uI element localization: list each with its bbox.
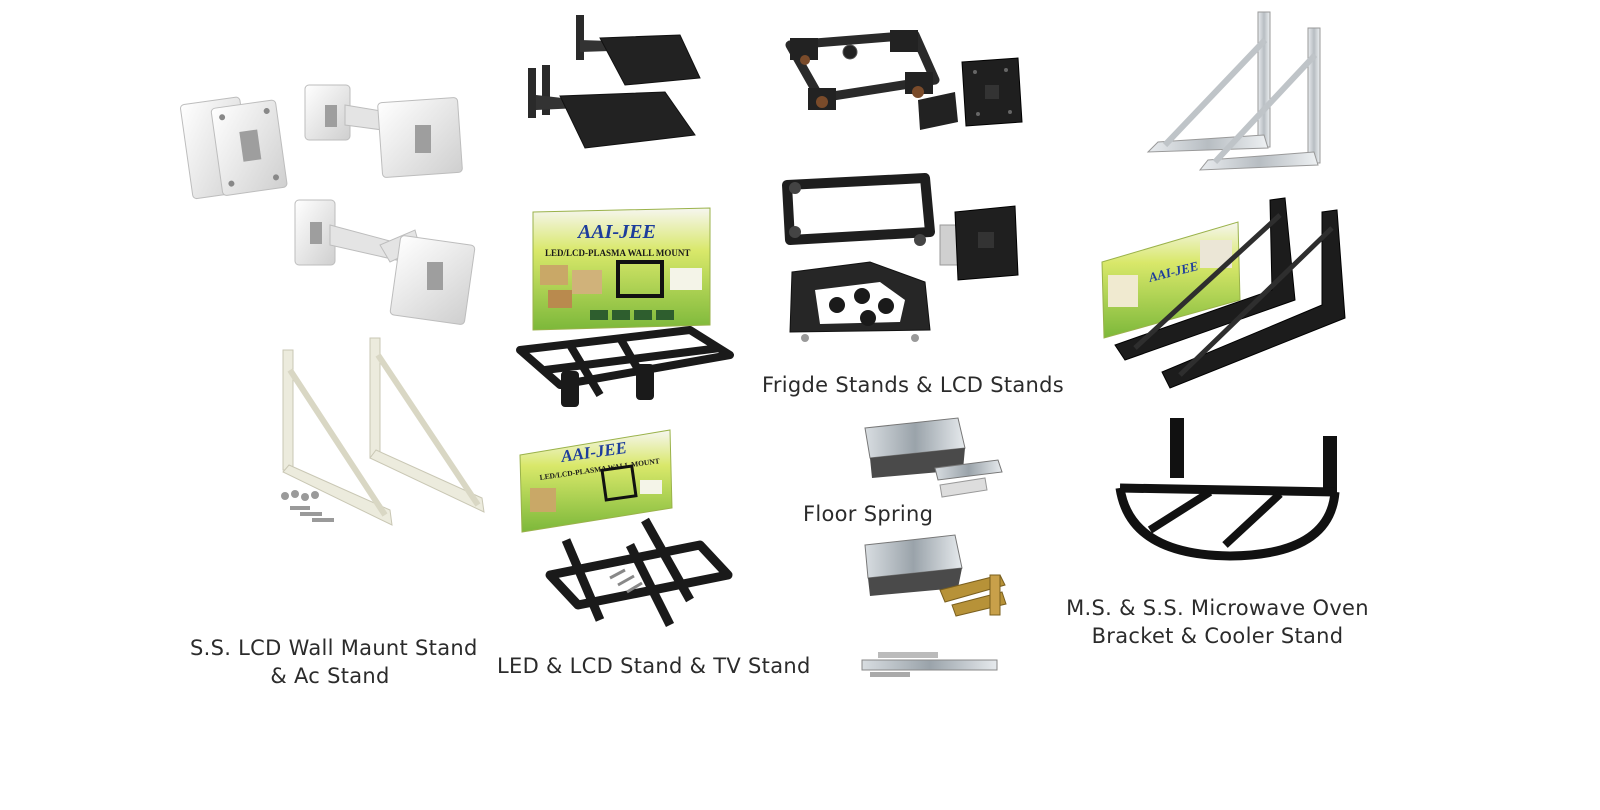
tilt-tv-bracket-image	[516, 326, 734, 407]
wall-shelf-image	[528, 15, 701, 149]
caption-microwave-line1: M.S. & S.S. Microwave Oven	[1066, 596, 1369, 620]
caption-fridge-lcd-stands: Frigde Stands & LCD Stands	[762, 373, 1065, 397]
lcd-plate-mount-image-1	[918, 57, 1023, 130]
fridge-stand-image-3	[789, 261, 931, 342]
caption-floor-spring: Floor Spring	[803, 502, 934, 526]
ac-stand-image	[281, 337, 485, 526]
caption-led-lcd-tv-stand: LED & LCD Stand & TV Stand	[497, 654, 811, 678]
caption-lcd-wall-mount: S.S. LCD Wall Maunt Stand & Ac Stand	[190, 634, 478, 690]
caption-microwave-line2: Bracket & Cooler Stand	[1091, 624, 1344, 648]
floor-spring-image-2	[864, 534, 1007, 617]
caption-lcd-wall-mount-line2: & Ac Stand	[270, 664, 390, 688]
floor-spring-image-1	[864, 417, 1003, 498]
microwave-bracket-box-image: AAI-JEE	[1101, 221, 1241, 339]
fridge-stand-image-1	[785, 30, 940, 110]
cooler-stand-image	[1115, 418, 1340, 561]
flat-tv-bracket-image	[545, 517, 733, 628]
caption-microwave-cooler: M.S. & S.S. Microwave Oven Bracket & Coo…	[1060, 594, 1375, 650]
floor-spring-pivot-image	[861, 652, 998, 677]
chrome-microwave-bracket-image	[1146, 11, 1321, 171]
led-mount-box-image: AAI-JEE LED/LCD-PLASMA WALL MOUNT	[519, 429, 673, 533]
tv-mount-box-image: AAI-JEE LED/LCD-PLASMA WALL MOUNT	[532, 207, 711, 331]
caption-lcd-wall-mount-line1: S.S. LCD Wall Maunt Stand	[190, 636, 478, 660]
lcd-plate-mount-image-2	[939, 205, 1019, 281]
box-subtitle-text: LED/LCD-PLASMA WALL MOUNT	[545, 248, 690, 258]
swivel-wall-mount-image	[180, 84, 476, 325]
box-brand-text: AAI-JEE	[576, 221, 656, 243]
fridge-stand-image-2	[782, 173, 935, 246]
black-microwave-bracket-image	[1114, 197, 1346, 389]
